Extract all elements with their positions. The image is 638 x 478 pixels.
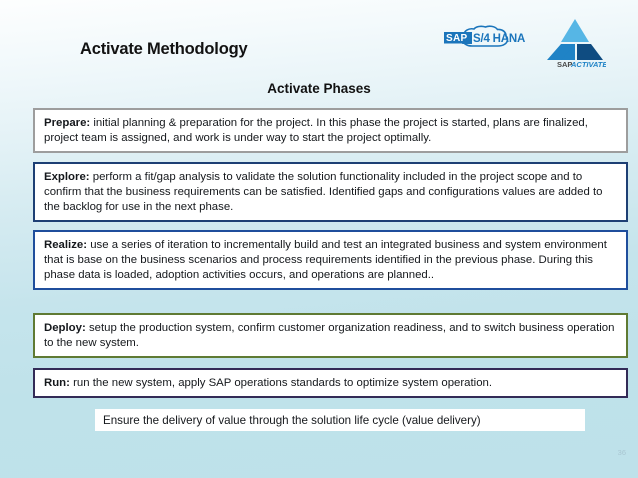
phase-box-explore: Explore: perform a fit/gap analysis to v… [33, 162, 628, 223]
phase-box-prepare: Prepare: initial planning & preparation … [33, 108, 628, 154]
sap-activate-logo-icon: SAP ACTIVATE [544, 17, 608, 74]
value-delivery-text: Ensure the delivery of value through the… [103, 413, 481, 427]
phase-label-realize: Realize: [44, 239, 88, 251]
phase-label-run: Run: [44, 377, 70, 389]
svg-text:ACTIVATE: ACTIVATE [570, 60, 606, 69]
svg-text:SAP: SAP [557, 60, 572, 69]
value-delivery-callout: Ensure the delivery of value through the… [95, 409, 585, 431]
phase-box-deploy: Deploy: setup the production system, con… [33, 313, 628, 359]
section-heading: Activate Phases [267, 81, 371, 96]
phase-label-explore: Explore: [44, 171, 90, 183]
phase-label-prepare: Prepare: [44, 117, 91, 129]
logo-strip: SAP S/4 HANA SAP ACTIVATE [442, 16, 608, 74]
phase-text-deploy: setup the production system, confirm cus… [44, 322, 615, 350]
phase-box-run: Run: run the new system, apply SAP opera… [33, 368, 628, 399]
phase-box-realize: Realize: use a series of iteration to in… [33, 230, 628, 291]
svg-text:S/4 HANA: S/4 HANA [473, 33, 525, 45]
phase-text-prepare: initial planning & preparation for the p… [44, 117, 588, 145]
sap-s4hana-logo-icon: SAP S/4 HANA [442, 24, 534, 66]
svg-text:SAP: SAP [446, 33, 467, 44]
phase-text-explore: perform a fit/gap analysis to validate t… [44, 171, 603, 214]
page-title: Activate Methodology [80, 40, 248, 58]
phase-label-deploy: Deploy: [44, 322, 86, 334]
phase-text-run: run the new system, apply SAP operations… [69, 377, 493, 389]
page-number: 36 [617, 448, 626, 457]
phase-text-realize: use a series of iteration to incremental… [44, 239, 607, 282]
